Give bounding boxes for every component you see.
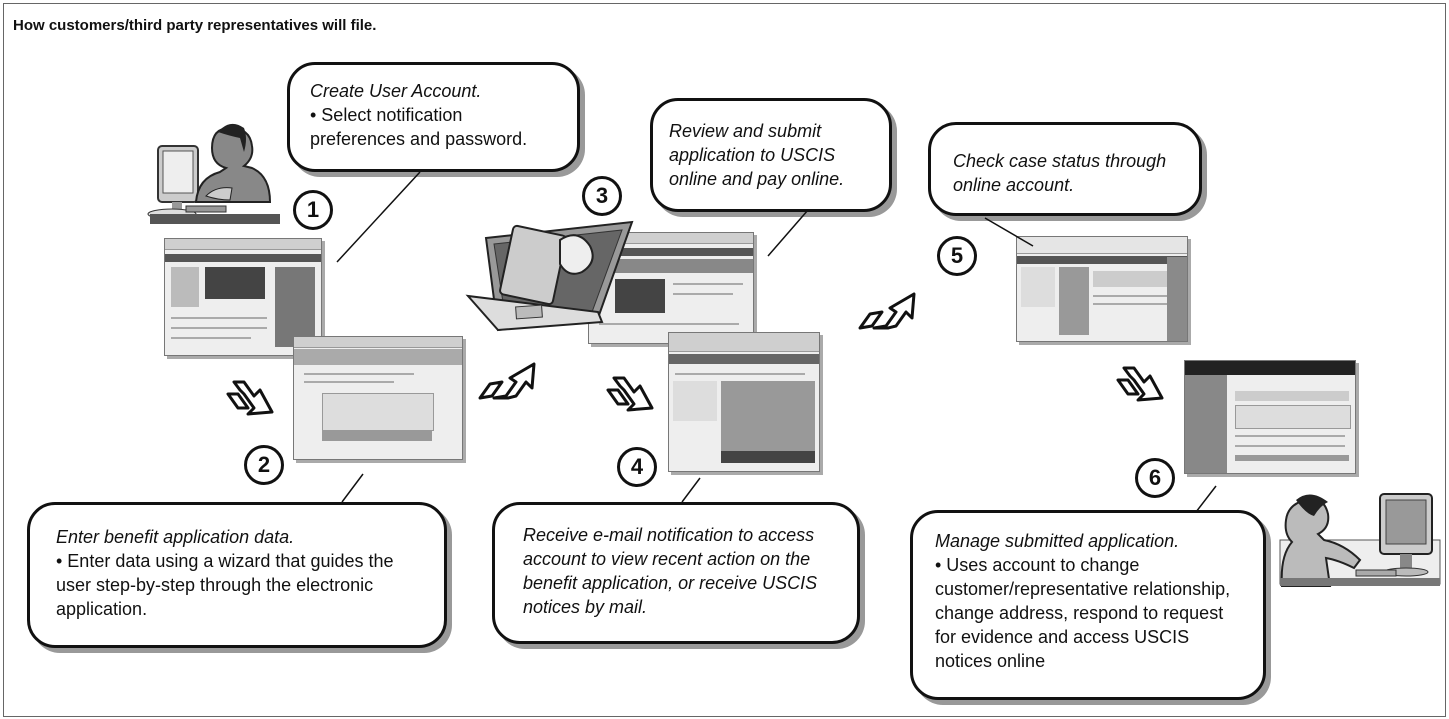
- step1-heading: Create User Account.: [310, 81, 482, 101]
- step6-body: • Uses account to change customer/repres…: [935, 555, 1231, 671]
- step4-heading: Receive e-mail notification to access ac…: [523, 525, 818, 617]
- screenshot-manage-application: [1184, 360, 1356, 474]
- step6-bubble: Manage submitted application. • Uses acc…: [910, 510, 1266, 700]
- step1-body: • Select notification preferences and pa…: [310, 105, 528, 149]
- step5-heading: Check case status through online account…: [953, 151, 1167, 195]
- step2-bubble: Enter benefit application data. • Enter …: [27, 502, 447, 648]
- screenshot-case-status-large: [668, 332, 820, 472]
- step3-heading: Review and submit application to USCIS o…: [669, 121, 845, 189]
- step4-bubble: Receive e-mail notification to access ac…: [492, 502, 860, 644]
- step6-heading: Manage submitted application.: [935, 531, 1180, 551]
- diagram-title: How customers/third party representative…: [13, 17, 377, 34]
- step1-badge: 1: [293, 190, 333, 230]
- screenshot-application-form: [293, 336, 463, 460]
- screenshot-check-status: [1016, 236, 1188, 342]
- step6-badge: 6: [1135, 458, 1175, 498]
- screenshot-uscis-home: [164, 238, 322, 356]
- step1-bubble: Create User Account. • Select notificati…: [287, 62, 580, 172]
- step2-heading: Enter benefit application data.: [56, 527, 295, 547]
- step3-badge: 3: [582, 176, 622, 216]
- step2-badge: 2: [244, 445, 284, 485]
- step3-bubble: Review and submit application to USCIS o…: [650, 98, 892, 212]
- step4-badge: 4: [617, 447, 657, 487]
- step2-body: • Enter data using a wizard that guides …: [56, 551, 394, 619]
- step5-bubble: Check case status through online account…: [928, 122, 1202, 216]
- screenshot-payment-page: [588, 232, 754, 344]
- step5-badge: 5: [937, 236, 977, 276]
